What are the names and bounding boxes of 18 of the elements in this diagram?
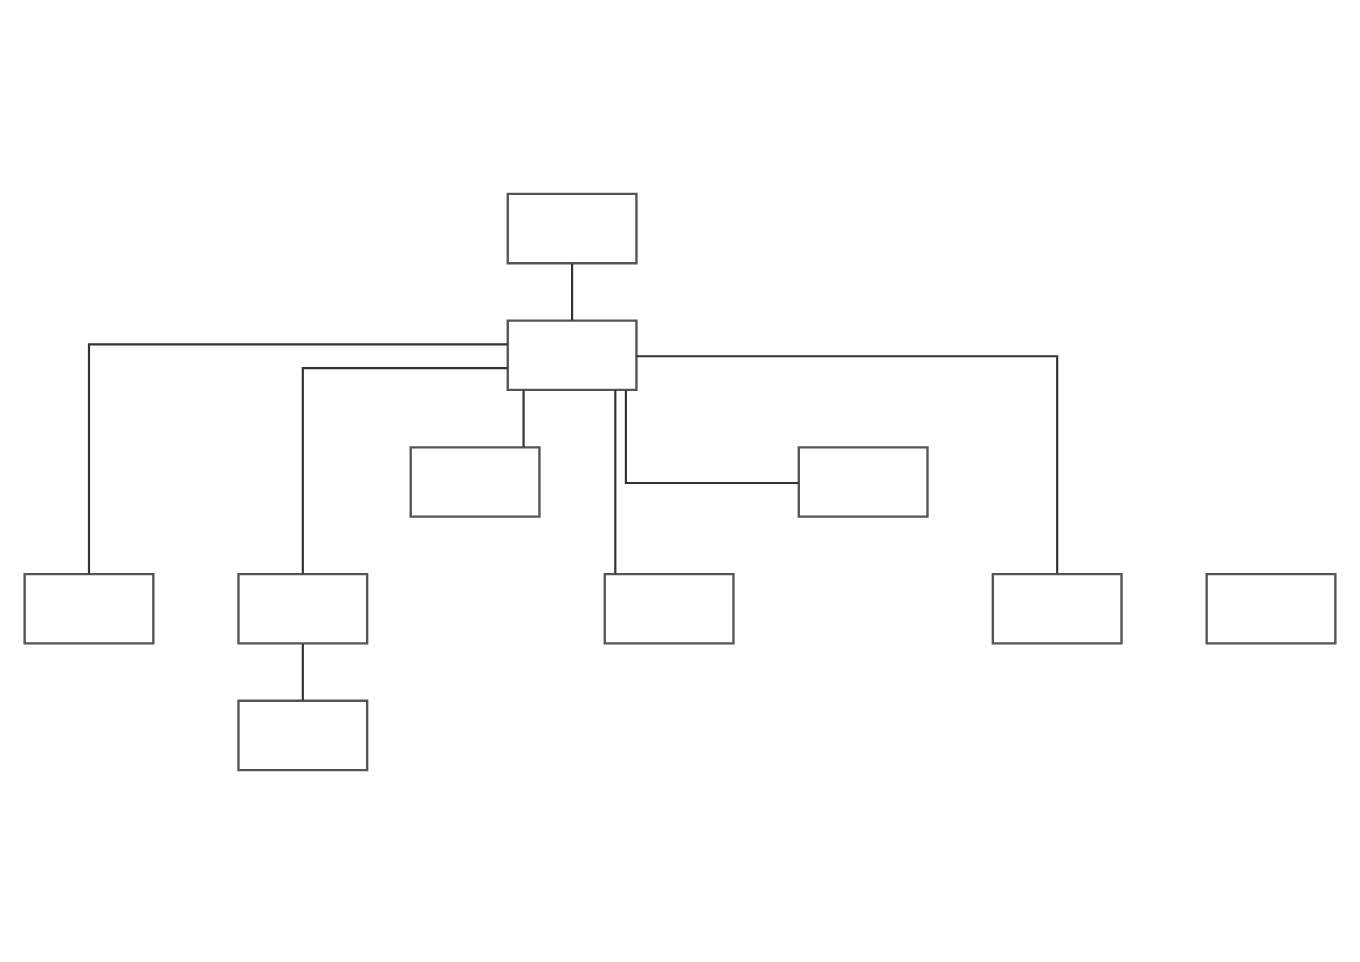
node-box xyxy=(991,571,1123,644)
connector xyxy=(624,389,799,484)
node-box xyxy=(237,698,369,771)
connector xyxy=(614,389,617,573)
node-box xyxy=(237,571,369,644)
node-box xyxy=(506,191,638,264)
connector xyxy=(87,342,508,573)
connector xyxy=(522,389,525,446)
connector xyxy=(636,354,1059,573)
node-box xyxy=(409,445,541,517)
connector xyxy=(301,366,508,573)
node-box xyxy=(506,318,638,391)
connector xyxy=(301,643,304,700)
node-box xyxy=(797,445,929,517)
node-box xyxy=(603,571,735,644)
connector xyxy=(571,262,574,320)
node-box xyxy=(23,571,155,644)
node-box xyxy=(1205,571,1337,644)
